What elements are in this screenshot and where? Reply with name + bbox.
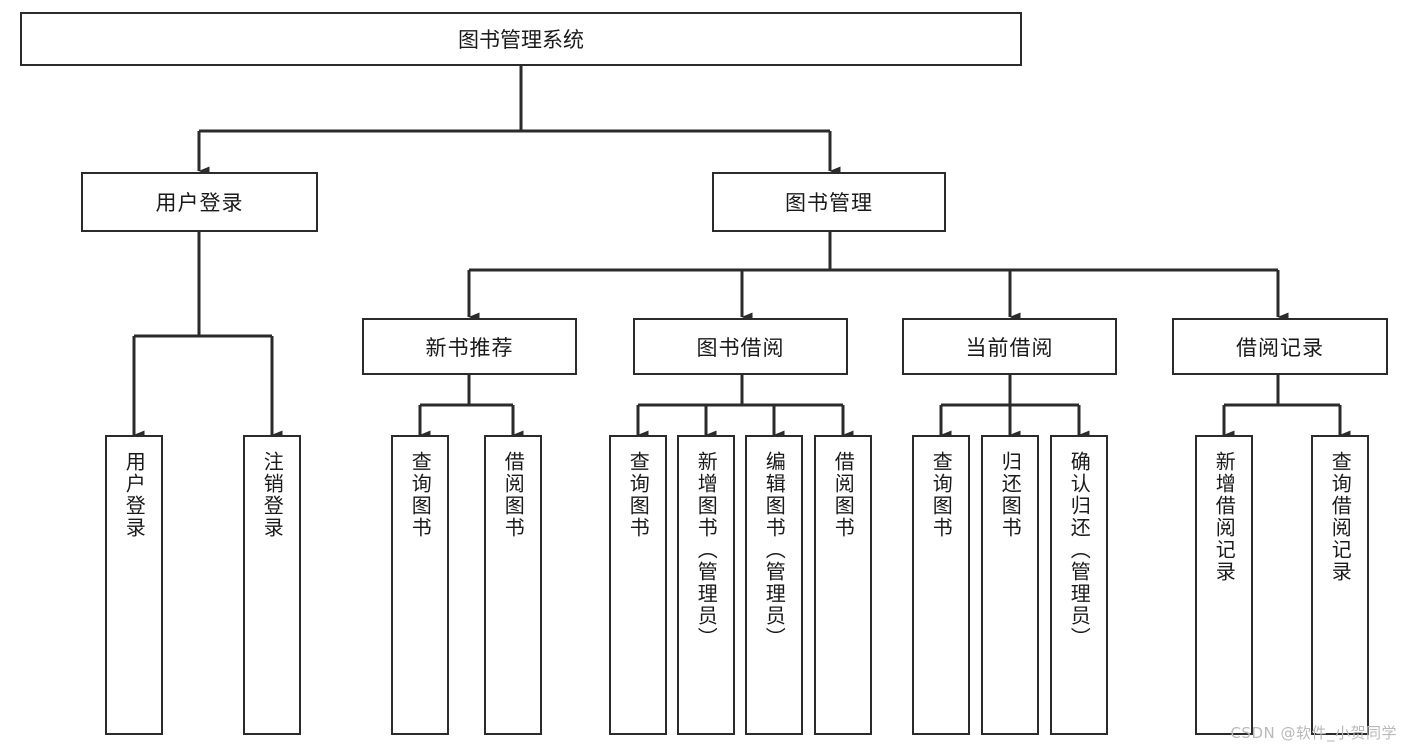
node-current-borrow[interactable]: 当前借阅 <box>902 318 1117 375</box>
leaf-borrow-query-book[interactable]: 查询图书 <box>609 435 667 735</box>
leaf-label: 归还图书 <box>998 451 1023 539</box>
node-root[interactable]: 图书管理系统 <box>20 12 1022 66</box>
leaf-new-book-query[interactable]: 查询图书 <box>391 435 449 735</box>
leaf-label: 编辑图书（管理员） <box>762 451 787 649</box>
node-user-login[interactable]: 用户登录 <box>81 172 318 232</box>
leaf-label: 新增借阅记录 <box>1212 451 1237 583</box>
node-book-borrow-label: 图书借阅 <box>696 335 785 360</box>
leaf-current-confirm-return[interactable]: 确认归还（管理员） <box>1050 435 1108 735</box>
node-borrow-record-label: 借阅记录 <box>1236 335 1324 360</box>
leaf-label: 用户登录 <box>122 451 147 539</box>
leaf-label: 确认归还（管理员） <box>1067 451 1092 649</box>
node-root-label: 图书管理系统 <box>458 28 584 52</box>
leaf-record-query[interactable]: 查询借阅记录 <box>1311 435 1369 735</box>
leaf-user-login-logout[interactable]: 注销登录 <box>243 435 301 735</box>
leaf-borrow-borrow-book[interactable]: 借阅图书 <box>814 435 872 735</box>
leaf-current-return-book[interactable]: 归还图书 <box>981 435 1039 735</box>
watermark: CSDN @软件_小贺同学 <box>1230 724 1397 742</box>
node-user-login-label: 用户登录 <box>155 191 244 215</box>
leaf-label: 注销登录 <box>260 451 285 539</box>
leaf-label: 借阅图书 <box>831 451 856 539</box>
leaf-label: 查询图书 <box>408 451 433 539</box>
leaf-record-add[interactable]: 新增借阅记录 <box>1195 435 1253 735</box>
leaf-user-login-login[interactable]: 用户登录 <box>105 435 163 735</box>
node-current-borrow-label: 当前借阅 <box>965 335 1054 360</box>
leaf-label: 查询图书 <box>929 451 954 539</box>
leaf-borrow-add-book[interactable]: 新增图书（管理员） <box>677 435 735 735</box>
node-new-book-recommend[interactable]: 新书推荐 <box>362 318 577 375</box>
leaf-label: 借阅图书 <box>501 451 526 539</box>
leaf-label: 查询图书 <box>626 451 651 539</box>
node-borrow-record[interactable]: 借阅记录 <box>1172 318 1388 375</box>
leaf-label: 新增图书（管理员） <box>694 451 719 649</box>
leaf-current-query-book[interactable]: 查询图书 <box>912 435 970 735</box>
node-book-manage[interactable]: 图书管理 <box>712 172 946 232</box>
leaf-new-book-borrow[interactable]: 借阅图书 <box>484 435 542 735</box>
node-book-borrow[interactable]: 图书借阅 <box>633 318 848 375</box>
node-book-manage-label: 图书管理 <box>785 191 873 215</box>
leaf-label: 查询借阅记录 <box>1328 451 1353 583</box>
node-new-book-recommend-label: 新书推荐 <box>425 335 514 360</box>
leaf-borrow-edit-book[interactable]: 编辑图书（管理员） <box>745 435 803 735</box>
